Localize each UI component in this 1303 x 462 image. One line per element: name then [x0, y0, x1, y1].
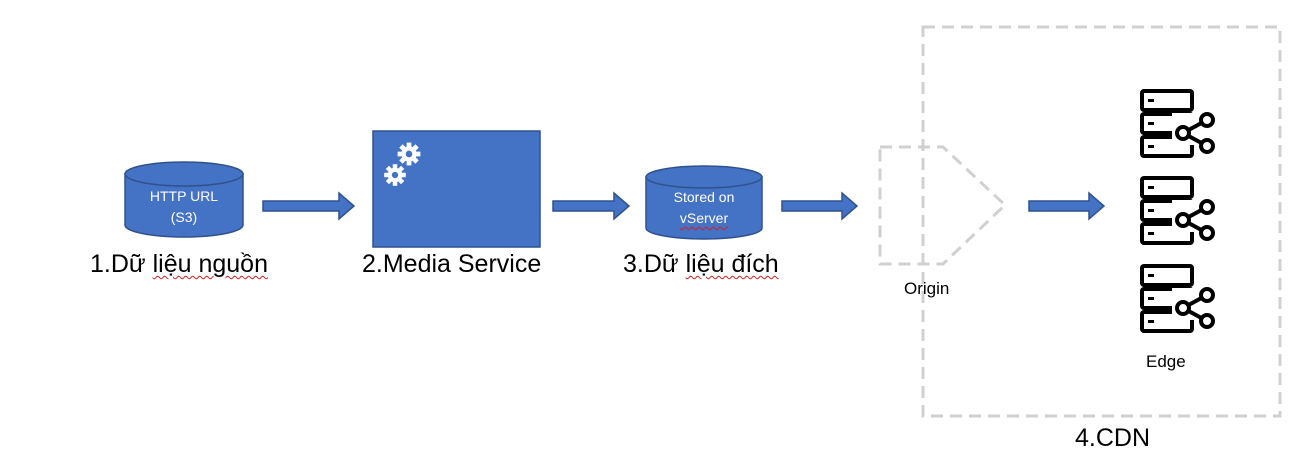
arrow-media-to-target: [552, 191, 631, 221]
server-share-icon: [1140, 264, 1215, 333]
target-line1: Stored on: [673, 189, 735, 205]
arrow-source-to-media: [262, 191, 356, 221]
media-service-box: [372, 130, 541, 248]
origin-label: Origin: [904, 279, 950, 298]
origin-shape: [878, 145, 1008, 266]
target-caption: 3.Dữ liệu đích: [623, 250, 779, 278]
source-text: HTTP URL (S3): [125, 186, 243, 228]
media-service-caption: 2.Media Service: [362, 250, 542, 278]
cdn-caption: 4.CDN: [1075, 424, 1151, 452]
target-line2: vServer: [679, 210, 729, 226]
source-caption: 1.Dữ liệu nguồn: [90, 250, 268, 278]
target-text: Stored on vServer: [646, 187, 762, 229]
server-share-icon: [1140, 89, 1215, 158]
source-line2: (S3): [170, 209, 198, 225]
arrow-target-to-origin: [781, 191, 859, 221]
arrow-origin-to-edge: [1028, 191, 1106, 221]
source-cylinder: [124, 161, 244, 238]
cdn-container: [921, 25, 1282, 418]
target-cylinder: [645, 165, 763, 240]
edge-label: Edge: [1146, 352, 1186, 371]
source-line1: HTTP URL: [149, 188, 219, 204]
server-share-icon: [1140, 176, 1215, 245]
